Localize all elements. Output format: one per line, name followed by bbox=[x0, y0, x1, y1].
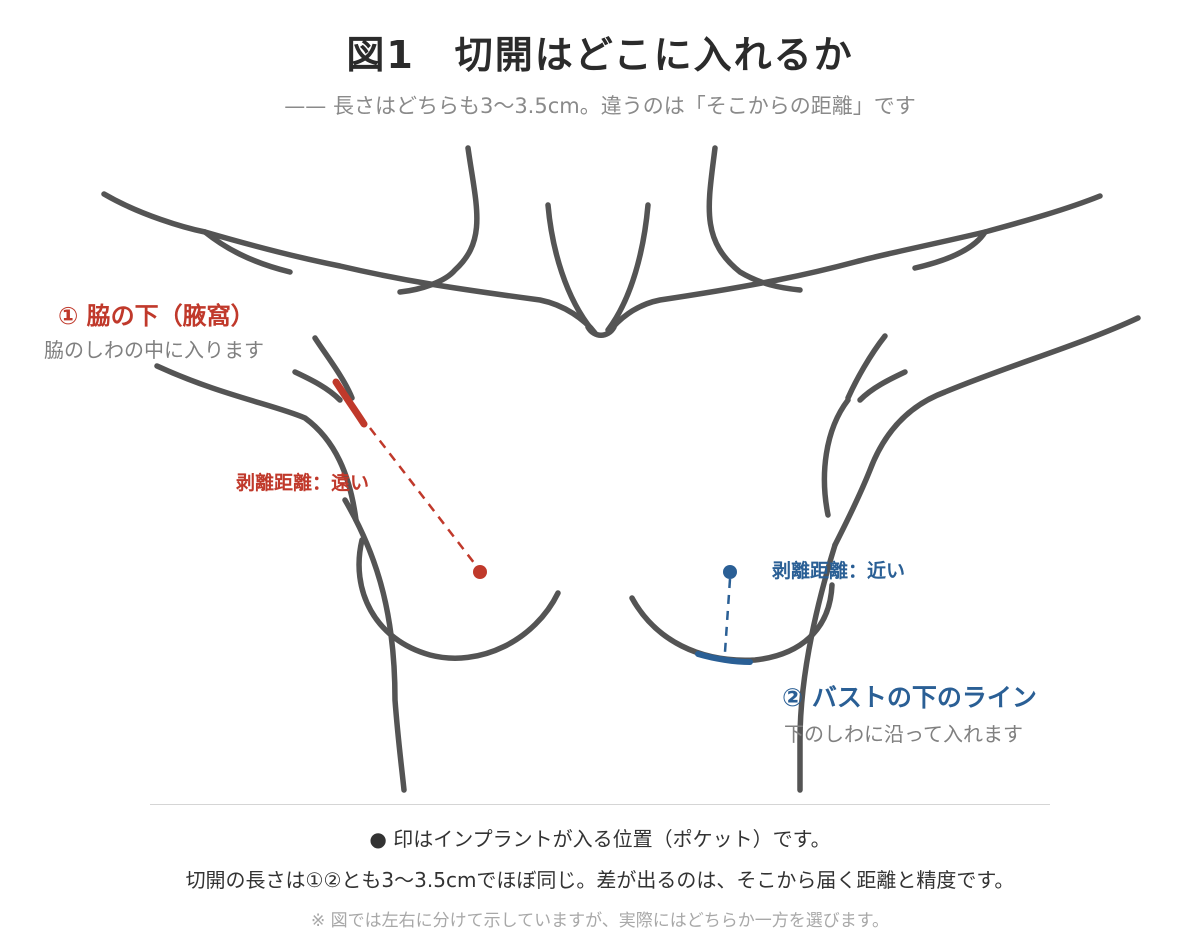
neck-right-line bbox=[706, 145, 803, 293]
left-arm-upper bbox=[154, 363, 359, 523]
footnote: ※ 図では左右に分けて示していますが、実際にはどちらか一方を選びます。 bbox=[310, 911, 890, 931]
figure-title: 図1 切開はどこに入れるか bbox=[346, 33, 854, 77]
left-sternum-muscle bbox=[545, 202, 595, 333]
right-armpit-fold bbox=[857, 369, 908, 403]
legend-text: 印はインプラントが入る位置（ポケット）です。 bbox=[386, 827, 831, 851]
right-shoulder-line bbox=[605, 193, 1103, 336]
right-torso-upper bbox=[821, 397, 851, 518]
implant-pocket-dot-left bbox=[473, 565, 487, 579]
left-breast-outline bbox=[356, 537, 561, 661]
inframammary-dissection-path bbox=[723, 578, 732, 653]
legend-note: ● 印はインプラントが入る位置（ポケット）です。 bbox=[0, 823, 1200, 852]
right-armpit-crease bbox=[845, 333, 888, 401]
left-shoulder-inner bbox=[202, 229, 293, 275]
right-torso-side bbox=[797, 542, 838, 793]
incision1-distance-label: 剥離距離：遠い bbox=[236, 472, 370, 494]
divider-line bbox=[150, 804, 1050, 805]
left-armpit-crease bbox=[312, 335, 355, 401]
incision2-distance-label: 剥離距離：近い bbox=[772, 560, 906, 582]
left-torso-side bbox=[342, 497, 407, 793]
bullet-icon: ● bbox=[369, 827, 387, 851]
inframammary-incision-mark bbox=[695, 651, 753, 665]
summary-note: 切開の長さは①②とも3〜3.5cmでほぼ同じ。差が出るのは、そこから届く距離と精… bbox=[185, 868, 1015, 892]
left-shoulder-line bbox=[101, 191, 598, 336]
right-sternum-muscle bbox=[605, 202, 651, 333]
axillary-dissection-path bbox=[369, 427, 479, 569]
incision1-description: 脇のしわの中に入ります bbox=[44, 338, 264, 362]
incision2-description: 下のしわに沿って入れます bbox=[784, 722, 1023, 746]
left-armpit-fold bbox=[292, 369, 343, 403]
right-breast-outline bbox=[629, 582, 835, 663]
axillary-incision-mark bbox=[332, 378, 368, 428]
right-arm-upper bbox=[832, 315, 1141, 548]
neck-left-line bbox=[397, 145, 480, 295]
implant-pocket-dot-right bbox=[723, 565, 737, 579]
figure-subtitle: —— 長さはどちらも3〜3.5cm。違うのは「そこからの距離」です bbox=[284, 94, 916, 118]
right-shoulder-inner bbox=[912, 229, 988, 271]
incision1-label: ① 脇の下（腋窩） bbox=[58, 302, 255, 330]
incision2-label: ② バストの下のライン bbox=[782, 683, 1037, 712]
